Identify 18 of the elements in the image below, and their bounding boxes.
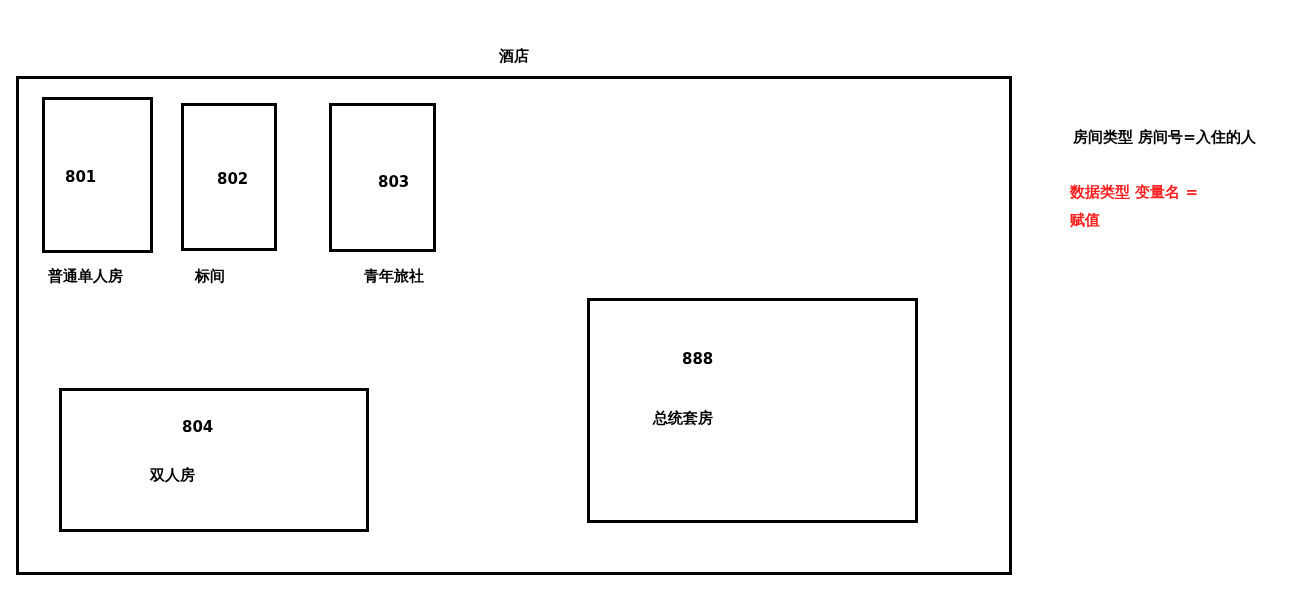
room-box [329, 103, 436, 252]
room-box [587, 298, 918, 523]
room-box [181, 103, 277, 251]
room-number: 802 [217, 170, 249, 188]
note-text: 数据类型 变量名 = 赋值 [1070, 182, 1199, 231]
room-number: 803 [378, 173, 410, 191]
room-number: 801 [65, 168, 97, 186]
hotel-label: 酒店 [499, 47, 529, 66]
room-type: 总统套房 [653, 409, 713, 428]
room-type: 双人房 [150, 466, 195, 485]
room-type: 普通单人房 [48, 267, 123, 286]
room-type: 标间 [195, 267, 225, 286]
room-number: 888 [682, 350, 714, 368]
room-box [59, 388, 369, 532]
room-box [42, 97, 153, 253]
room-number: 804 [182, 418, 214, 436]
room-type: 青年旅社 [364, 267, 424, 286]
note-text: 房间类型 房间号=入住的人 [1073, 128, 1256, 147]
